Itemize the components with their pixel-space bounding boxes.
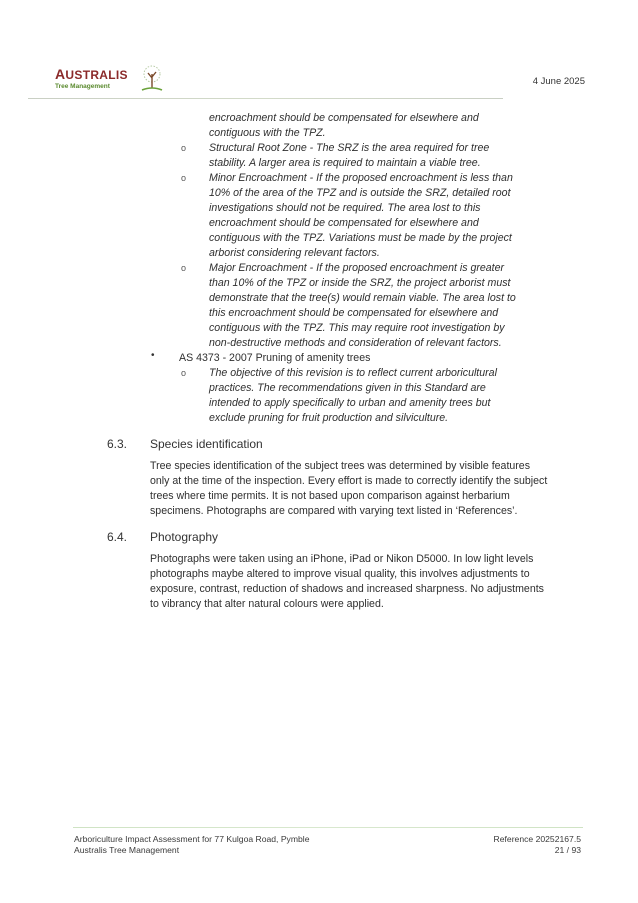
footer-reference: Reference 20252167.5 (493, 834, 581, 844)
text-line: demonstrate that the tree(s) would remai… (209, 292, 516, 304)
footer-divider (73, 827, 583, 828)
text-line: 10% of the area of the TPZ and is outsid… (209, 187, 511, 199)
text-line: exposure, contrast, reduction of shadows… (150, 583, 544, 595)
sub-bullet: o (181, 263, 187, 273)
text-line: Minor Encroachment - If the proposed enc… (209, 172, 513, 184)
text-line: Photographs were taken using an iPhone, … (150, 553, 534, 565)
logo-word-rest: USTRALIS (65, 68, 128, 82)
text-line: contiguous with the TPZ. This may requir… (209, 322, 505, 334)
sub-bullet: o (181, 173, 187, 183)
section-title: Photography (150, 530, 219, 544)
text-line: this encroachment should be compensated … (209, 307, 499, 319)
standard-label: AS 4373 - 2007 Pruning of amenity trees (179, 352, 371, 364)
footer-document-title: Arboriculture Impact Assessment for 77 K… (74, 834, 310, 844)
text-line: contiguous with the TPZ. Variations must… (209, 232, 512, 244)
section-number: 6.3. (107, 437, 128, 451)
text-line: to vibrancy that alter natural colours w… (150, 598, 384, 610)
text-line: encroachment should be compensated for e… (209, 217, 479, 229)
sub-bullet: o (181, 368, 187, 378)
logo-initial: A (55, 66, 66, 82)
text-line: than 10% of the TPZ or inside the SRZ, t… (209, 277, 511, 289)
bullet: • (151, 350, 155, 361)
text-line: Structural Root Zone - The SRZ is the ar… (209, 142, 490, 154)
text-line: Major Encroachment - If the proposed enc… (209, 262, 505, 274)
section-title: Species identification (150, 437, 263, 451)
logo-wordmark: AUSTRALIS (55, 66, 128, 82)
footer-page-number: 21 / 93 (554, 845, 581, 855)
text-line: contiguous with the TPZ. (209, 127, 326, 139)
company-logo: AUSTRALIS Tree Management (55, 62, 175, 96)
text-line: practices. The recommendations given in … (209, 382, 486, 394)
section-number: 6.4. (107, 530, 128, 544)
text-line: specimens. Photographs are compared with… (150, 505, 518, 517)
text-line: intended to apply specifically to urban … (209, 397, 491, 409)
text-line: photographs maybe altered to improve vis… (150, 568, 530, 580)
text-line: investigations should not be required. T… (209, 202, 481, 214)
header-divider (28, 98, 503, 99)
text-line: arborist considering relevant factors. (209, 247, 380, 259)
sub-bullet: o (181, 143, 187, 153)
text-line: encroachment should be compensated for e… (209, 112, 479, 124)
page-header: AUSTRALIS Tree Management 4 June 2025 (55, 62, 585, 100)
text-line: non-destructive methods and consideratio… (209, 337, 502, 349)
logo-subtitle: Tree Management (55, 83, 110, 90)
text-line: Tree species identification of the subje… (150, 460, 530, 472)
text-line: only at the time of the inspection. Ever… (150, 475, 548, 487)
text-line: stability. A larger area is required to … (209, 157, 481, 169)
text-line: exclude pruning for fruit production and… (209, 412, 449, 424)
document-date: 4 June 2025 (532, 76, 585, 87)
text-line: trees where time permits. It is not base… (150, 490, 510, 502)
tree-icon (141, 65, 163, 91)
footer-company: Australis Tree Management (74, 845, 180, 855)
text-line: The objective of this revision is to ref… (209, 367, 497, 379)
